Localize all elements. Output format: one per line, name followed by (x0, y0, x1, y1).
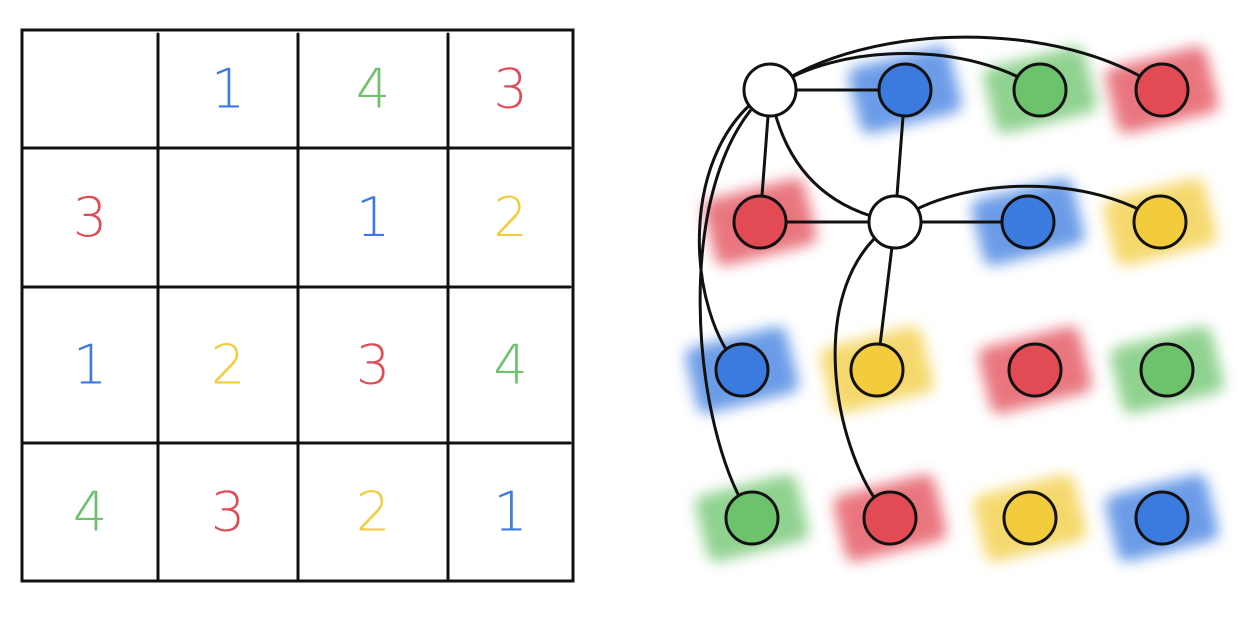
sudoku-cell-digit: 3 (356, 334, 390, 397)
graph-node-colored (1134, 490, 1190, 546)
sudoku-cell-digit: 2 (211, 334, 245, 397)
graph-edge (697, 88, 772, 372)
graph-node-colored (1012, 62, 1068, 118)
sudoku-cell-digit: 3 (493, 58, 527, 121)
graph-edge (833, 220, 897, 520)
graph-node-colored (714, 342, 770, 398)
graph-node-colored (1000, 194, 1056, 250)
sudoku-cell-empty (162, 152, 294, 283)
graph-nodes (714, 62, 1195, 546)
sudoku-cell-digit: 3 (211, 481, 245, 544)
graph-node-colored (1007, 342, 1063, 398)
graph-node-colored (1002, 490, 1058, 546)
sudoku-cell-empty (26, 34, 154, 144)
graph-node-colored (849, 342, 905, 398)
graph-node-colored (1139, 342, 1195, 398)
graph-node-uncolored (867, 194, 923, 250)
graph-highlights (685, 46, 1224, 562)
sudoku-cell-digit: 2 (356, 481, 390, 544)
graph-edge (893, 184, 1162, 224)
sudoku-cell-digit: 1 (211, 58, 245, 121)
sudoku-cell-digit: 1 (356, 186, 390, 249)
sudoku-cell-digit: 3 (73, 186, 107, 249)
sudoku-cell-digit: 1 (493, 481, 527, 544)
sudoku-cell-digit: 4 (493, 334, 527, 397)
sudoku-cell-digit: 2 (493, 186, 527, 249)
graph-node-colored (877, 62, 933, 118)
graph-node-uncolored (742, 62, 798, 118)
graph-edge (698, 88, 772, 520)
sudoku-grid: 1 4 3 3 1 2 1 2 3 4 4 3 2 1 (20, 28, 575, 583)
graph-node-colored (724, 490, 780, 546)
sudoku-cell-digit: 1 (73, 334, 107, 397)
graph-node-colored (1134, 62, 1190, 118)
graph-node-colored (732, 194, 788, 250)
sudoku-cell-digit: 4 (356, 58, 390, 121)
graph-node-colored (1132, 194, 1188, 250)
graph-edge (768, 35, 1164, 92)
grid-border (20, 28, 575, 583)
sudoku-cell-digit: 4 (73, 481, 107, 544)
graph-node-colored (862, 490, 918, 546)
